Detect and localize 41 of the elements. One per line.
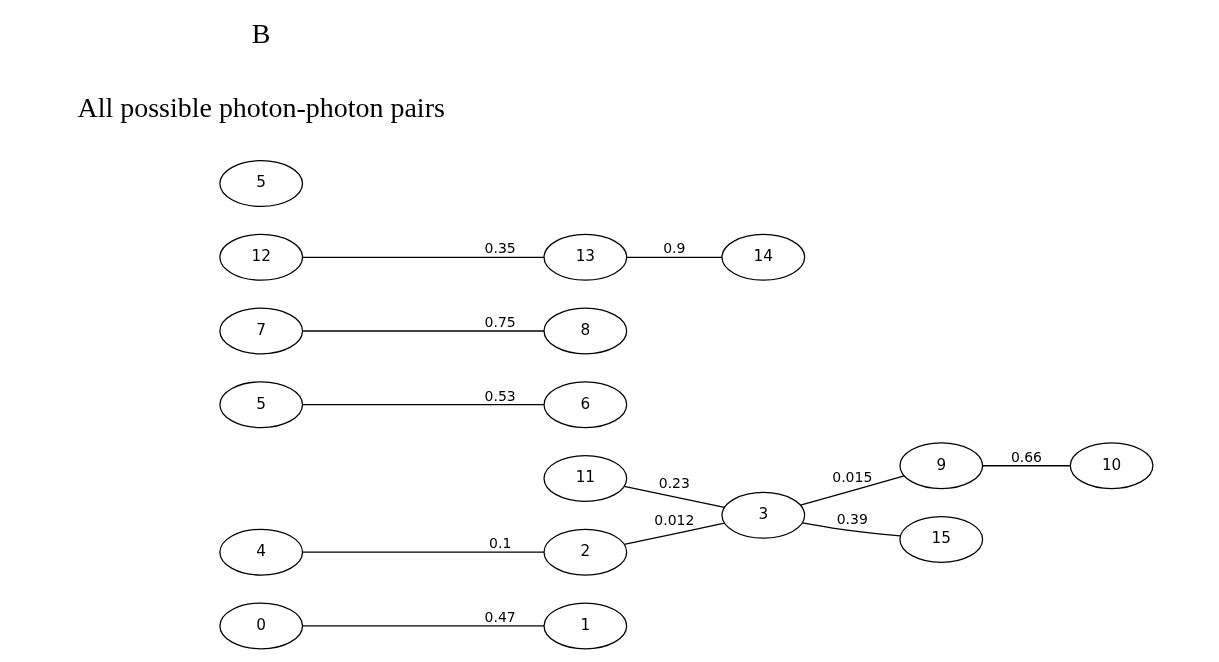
edge-label: 0.35 <box>484 240 516 257</box>
connector <box>623 485 726 509</box>
node-ellipse: 13 <box>543 233 628 281</box>
node-ellipse: 3 <box>721 491 806 539</box>
node-ellipse: 5 <box>219 381 304 429</box>
edge-label: 0.012 <box>654 512 695 529</box>
label: B <box>251 18 271 50</box>
connector <box>301 551 545 553</box>
connector <box>301 330 545 332</box>
node-ellipse: 6 <box>543 381 628 429</box>
node-ellipse: 15 <box>899 515 984 563</box>
edge-label: 0.75 <box>484 313 516 330</box>
node-ellipse: 8 <box>543 307 628 355</box>
node-ellipse: 2 <box>543 528 628 576</box>
edge-label: 0.9 <box>663 240 686 257</box>
connector <box>301 256 545 258</box>
node-ellipse: 12 <box>219 233 304 281</box>
connector <box>982 465 1071 467</box>
edge-label: 0.39 <box>836 510 868 527</box>
edge-label: 0.53 <box>484 387 516 404</box>
edge-label: 0.015 <box>832 469 873 486</box>
label: All possible photon-photon pairs <box>77 91 445 123</box>
connector <box>801 522 901 537</box>
node-ellipse: 4 <box>219 528 304 576</box>
edge-label: 0.23 <box>658 475 690 492</box>
node-ellipse: 7 <box>219 307 304 355</box>
connector <box>623 522 726 545</box>
node-ellipse: 11 <box>543 454 628 502</box>
edge-label: 0.1 <box>489 535 512 552</box>
node-ellipse: 9 <box>899 442 984 490</box>
connector <box>626 256 723 258</box>
node-ellipse: 5 <box>219 160 304 208</box>
connector <box>301 404 545 406</box>
edge-label: 0.66 <box>1010 448 1042 465</box>
node-ellipse: 0 <box>219 602 304 650</box>
node-ellipse: 10 <box>1069 442 1154 490</box>
connector <box>799 475 905 506</box>
node-ellipse: 14 <box>721 233 806 281</box>
connector <box>301 625 545 627</box>
edge-label: 0.47 <box>484 608 516 625</box>
node-ellipse: 1 <box>543 602 628 650</box>
